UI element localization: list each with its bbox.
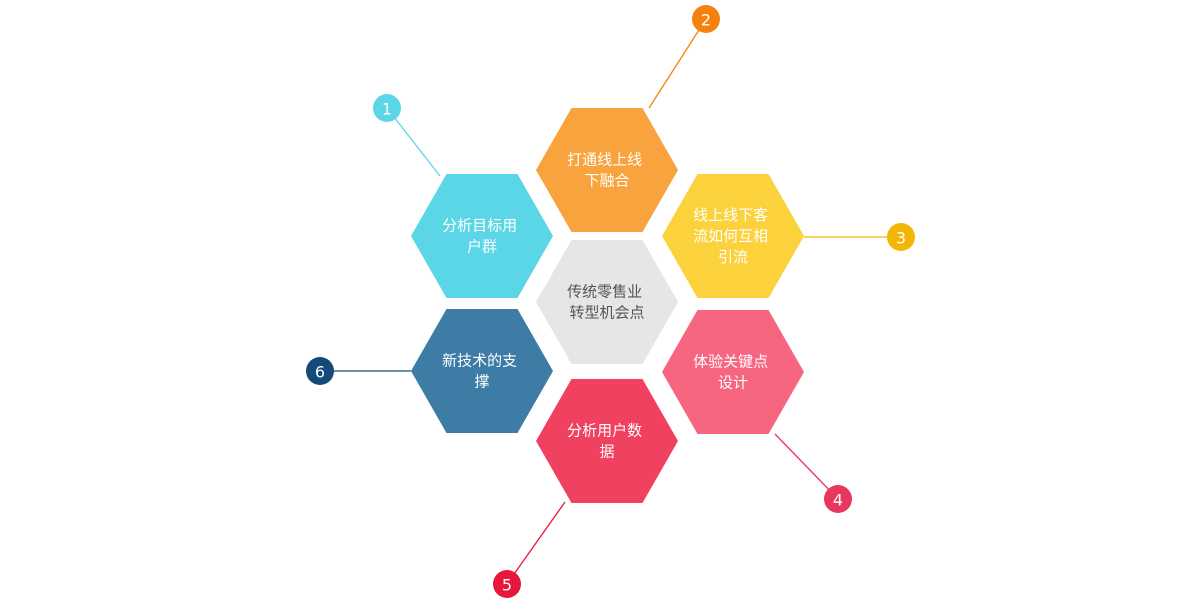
- hexagons: 传统零售业 转型机会点 分析目标用 户群 打通线上线 下融合 线上线下客 流如何…: [411, 108, 804, 503]
- badge-circle-5: [493, 570, 521, 598]
- hexagon-5-line-1: 分析用户数: [567, 422, 642, 440]
- hexagon-item-3: 线上线下客 流如何互相 引流: [662, 174, 804, 298]
- badge-number-4: 4: [833, 491, 843, 510]
- badge-circle-4: [824, 485, 852, 513]
- center-hexagon-label: 传统零售业 转型机会点: [567, 283, 647, 322]
- hexagon-2-line-1: 打通线上线: [567, 151, 642, 169]
- hexagon-4-line-2: 设计: [718, 374, 748, 392]
- number-badge-1: 1: [373, 94, 401, 122]
- connector-line-2: [648, 18, 707, 109]
- hexagon-6-line-2: 撑: [474, 373, 489, 391]
- hexagon-1-line-2: 户群: [467, 238, 497, 256]
- hexagon-label-2: 打通线上线 下融合: [567, 151, 647, 190]
- hexagon-label-4: 体验关键点 设计: [693, 353, 773, 392]
- hexagon-shape-4: [662, 310, 804, 434]
- hexagon-label-3: 线上线下客 流如何互相 引流: [693, 206, 773, 266]
- hexagon-5-line-2: 据: [599, 443, 614, 461]
- hexagon-label-1: 分析目标用 户群: [442, 217, 522, 256]
- badges: 1 2 3 4 5 6: [306, 5, 915, 598]
- hexagon-4-line-1: 体验关键点: [693, 353, 768, 371]
- badge-number-2: 2: [701, 11, 711, 30]
- hexagon-shape-6: [411, 309, 553, 433]
- center-label-line-2: 转型机会点: [569, 304, 644, 322]
- hexagon-item-6: 新技术的支 撑: [411, 309, 553, 433]
- badge-number-1: 1: [382, 100, 392, 119]
- hexagon-item-2: 打通线上线 下融合: [536, 108, 678, 232]
- hexagon-item-4: 体验关键点 设计: [662, 310, 804, 434]
- hexagon-1-line-1: 分析目标用: [442, 217, 517, 235]
- badge-circle-3: [887, 223, 915, 251]
- hexagon-item-1: 分析目标用 户群: [411, 174, 553, 298]
- center-label-line-1: 传统零售业: [567, 283, 642, 301]
- badge-number-5: 5: [502, 576, 512, 595]
- connector-line-5: [506, 501, 566, 585]
- hexagon-shape-2: [536, 108, 678, 232]
- badge-circle-1: [373, 94, 401, 122]
- hexagon-label-6: 新技术的支 撑: [442, 352, 522, 391]
- number-badge-2: 2: [692, 5, 720, 33]
- hexagon-item-5: 分析用户数 据: [536, 379, 678, 503]
- hexagon-label-5: 分析用户数 据: [567, 422, 647, 461]
- connector-line-4: [774, 433, 839, 500]
- connector-line-1: [386, 107, 441, 177]
- badge-circle-6: [306, 357, 334, 385]
- badge-number-3: 3: [896, 229, 906, 248]
- center-hexagon-shape: [536, 240, 678, 364]
- hexagon-shape-5: [536, 379, 678, 503]
- hexagon-shape-3: [662, 174, 804, 298]
- connectors: [320, 18, 901, 585]
- hexagon-3-line-3: 引流: [718, 248, 748, 266]
- hexagon-3-line-2: 流如何互相: [693, 227, 768, 245]
- number-badge-3: 3: [887, 223, 915, 251]
- center-hexagon: 传统零售业 转型机会点: [536, 240, 678, 364]
- badge-number-6: 6: [315, 363, 325, 382]
- hexagon-6-line-1: 新技术的支: [442, 352, 517, 370]
- hexagon-2-line-2: 下融合: [584, 172, 629, 190]
- hexagon-shape-1: [411, 174, 553, 298]
- badge-circle-2: [692, 5, 720, 33]
- hexagon-3-line-1: 线上线下客: [693, 206, 768, 224]
- number-badge-5: 5: [493, 570, 521, 598]
- number-badge-4: 4: [824, 485, 852, 513]
- number-badge-6: 6: [306, 357, 334, 385]
